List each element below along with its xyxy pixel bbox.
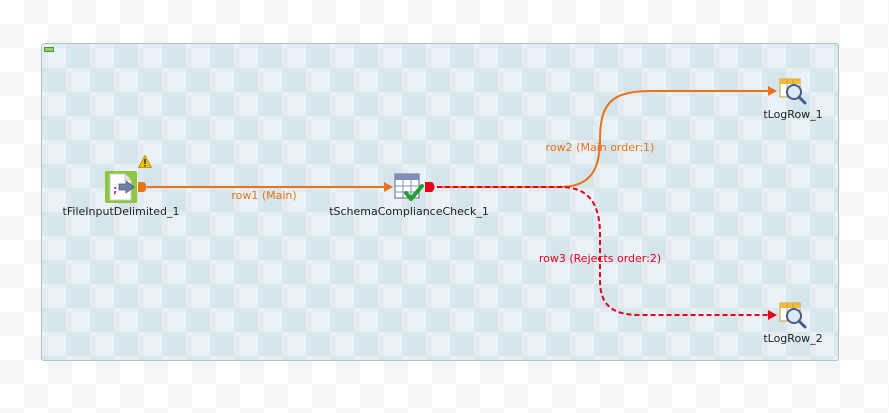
component-label-check: tSchemaComplianceCheck_1 [329,205,489,218]
file-input-delimited-icon: ; [105,171,137,203]
component-tfileinputdelimited[interactable]: ; [105,171,137,203]
component-label-log1: tLogRow_1 [763,108,823,121]
warning-icon[interactable] [138,155,152,168]
link-row3[interactable] [437,186,768,316]
component-tlogrow-1[interactable] [778,78,808,106]
link-label-row1[interactable]: row1 (Main) [231,189,297,202]
link-row2[interactable] [437,90,768,188]
link-row1-arrow [384,182,393,192]
link-label-row2[interactable]: row2 (Main order:1) [545,141,655,154]
subjob-collapse-button[interactable] [44,47,54,52]
log-row-icon [779,302,807,329]
input-output-connector[interactable] [138,182,147,192]
link-row2-arrow [768,86,777,96]
component-label-log2: tLogRow_2 [763,332,823,345]
component-label-input: tFileInputDelimited_1 [62,205,180,218]
link-label-row3[interactable]: row3 (Rejects order:2) [538,252,662,265]
check-output-connector[interactable] [425,182,435,192]
component-tlogrow-2[interactable] [778,302,808,330]
subjob-container[interactable] [41,43,839,361]
link-row3-arrow [768,310,777,320]
schema-compliance-check-icon [394,173,424,201]
svg-text:;: ; [113,183,117,196]
component-tschemacompliancecheck[interactable] [394,173,424,203]
log-row-icon [779,78,807,105]
